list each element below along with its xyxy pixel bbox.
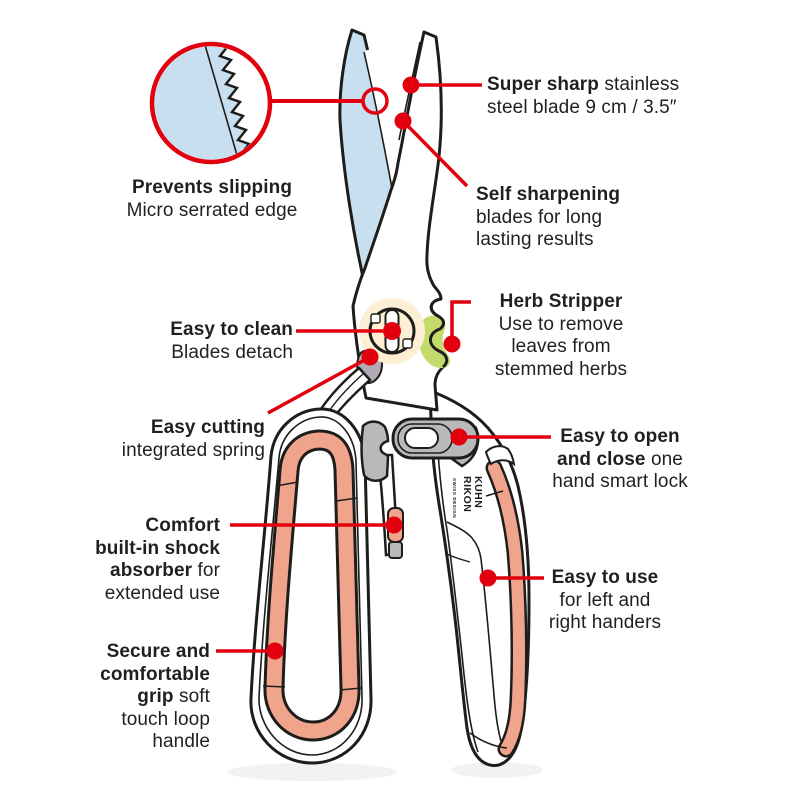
leader-self-sharpening xyxy=(401,119,469,188)
leader-lines xyxy=(216,83,551,653)
callout-dot xyxy=(383,322,401,340)
leader-herb-stripper xyxy=(450,300,471,340)
leader-easy-cutting xyxy=(267,355,371,415)
loop-grip xyxy=(266,432,358,739)
right-grip-cap xyxy=(484,445,516,467)
svg-text:SWISS DESIGN: SWISS DESIGN xyxy=(452,478,457,518)
callout-dot xyxy=(450,428,468,446)
magnifier-detail xyxy=(149,41,273,165)
callout-dot xyxy=(479,569,497,587)
shadow-left xyxy=(227,763,397,781)
callout-dot xyxy=(266,642,284,660)
callout-dot xyxy=(394,112,412,130)
callout-dots xyxy=(266,76,497,660)
lock-catch xyxy=(360,420,390,482)
svg-text:RIKON: RIKON xyxy=(461,476,473,512)
right-handle: KUHN RIKON SWISS DESIGN xyxy=(426,388,531,767)
right-grip xyxy=(488,462,525,755)
callout-dot xyxy=(385,516,403,534)
callout-dot xyxy=(443,335,461,353)
callout-dot xyxy=(361,348,379,366)
brand-text: KUHN RIKON SWISS DESIGN xyxy=(452,476,484,518)
shadow-right xyxy=(451,762,543,778)
callout-dot xyxy=(402,76,420,94)
serration-ring xyxy=(361,87,389,115)
left-loop-handle xyxy=(249,407,373,765)
svg-text:KUHN: KUHN xyxy=(472,476,484,508)
